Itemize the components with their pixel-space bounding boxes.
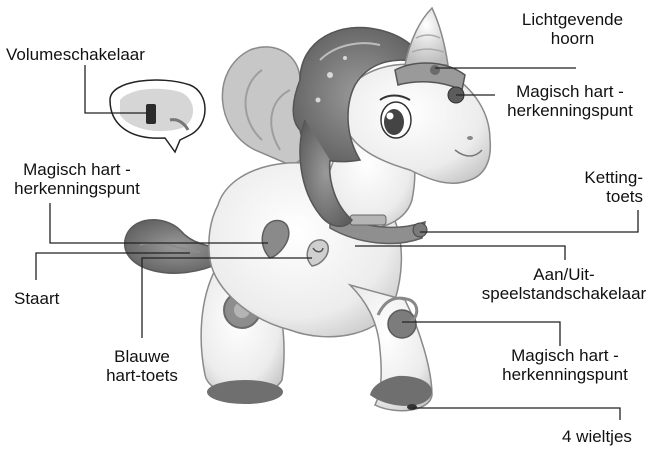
leader-power: [355, 245, 566, 260]
label-magic-heart-head: Magisch hart - herkenningspunt: [507, 82, 633, 120]
leader-tail: [35, 252, 190, 280]
leader-necklace: [420, 210, 639, 233]
mane: [292, 26, 427, 227]
label-magic-heart-side: Magisch hart - herkenningspunt: [14, 160, 140, 198]
label-light-horn: Lichtgevende hoorn: [521, 10, 624, 48]
label-magic-heart-leg: Magisch hart - herkenningspunt: [502, 346, 628, 384]
label-power-switch: Aan/Uit- speelstandschakelaar: [481, 265, 647, 303]
label-wheels: 4 wieltjes: [562, 427, 632, 446]
leader-volume: [84, 65, 148, 114]
front-leg: [347, 283, 433, 412]
leader-lines: [35, 65, 639, 420]
volume-switch-inset: [109, 79, 206, 154]
leader-heart-leg: [402, 321, 561, 346]
label-necklace-button: Ketting- toets: [584, 168, 643, 206]
leader-heart-side: [49, 203, 268, 244]
leader-wheels: [412, 407, 621, 420]
label-tail: Staart: [14, 289, 60, 308]
label-volume-switch: Volumeschakelaar: [6, 45, 145, 64]
label-blue-heart-button: Blauwe hart-toets: [106, 347, 178, 385]
leader-blue-heart: [141, 257, 312, 338]
